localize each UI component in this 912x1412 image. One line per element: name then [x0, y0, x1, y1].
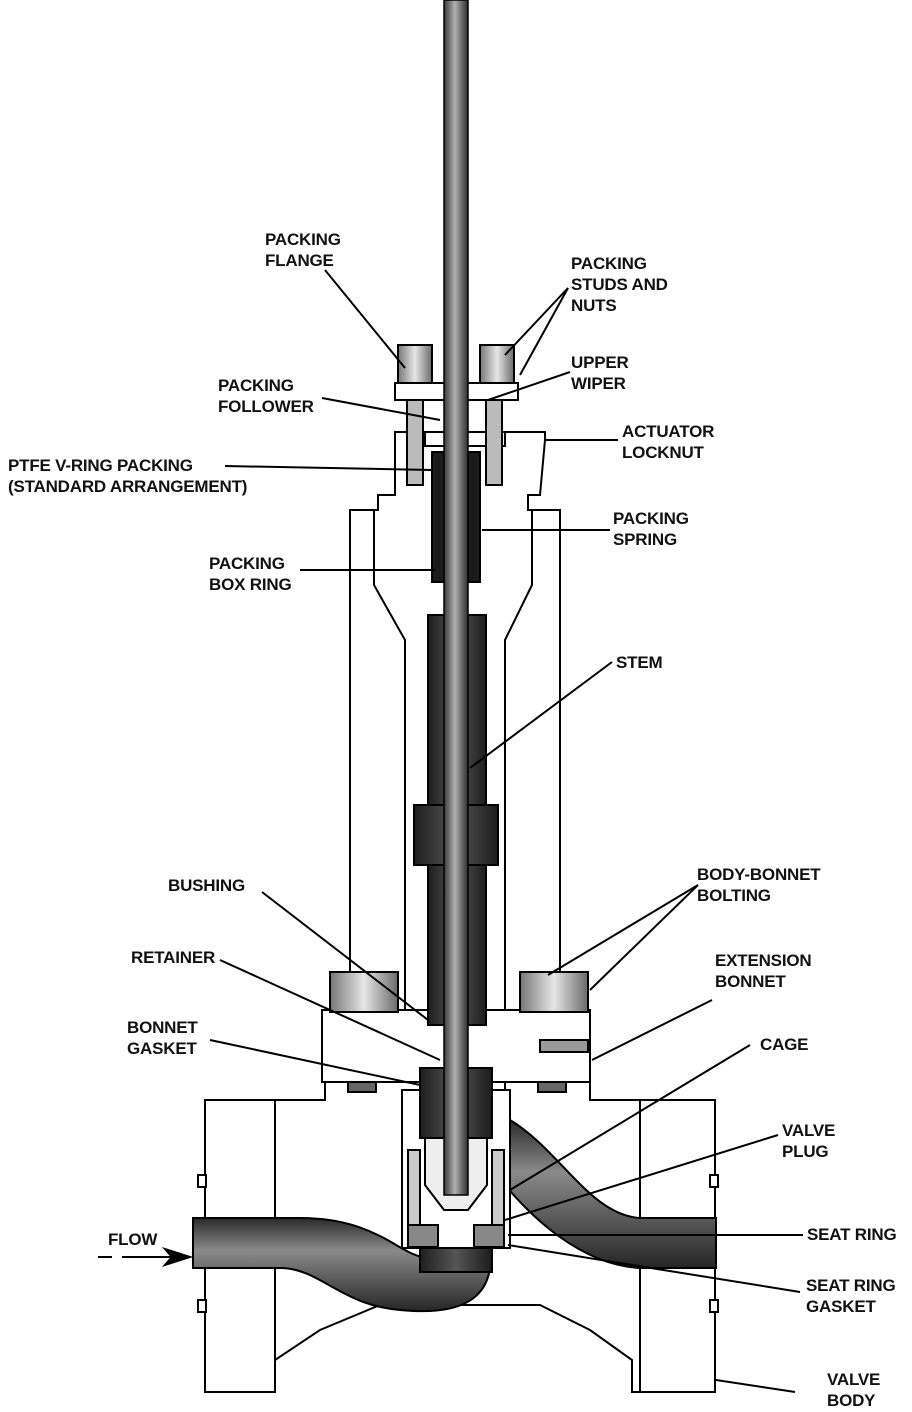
label-cage: CAGE [760, 1035, 809, 1054]
label-packing-spring: PACKING SPRING [613, 509, 689, 549]
label-seat-ring: SEAT RING [807, 1225, 897, 1244]
label-body-bonnet-bolting: BODY-BONNET BOLTING [697, 865, 821, 905]
label-seat-ring-gasket: SEAT RING GASKET [806, 1276, 896, 1316]
body-bonnet-nuts [329, 971, 589, 1093]
inlet-passage [192, 1217, 491, 1313]
leader-lines [209, 269, 803, 1393]
label-extension-bonnet: EXTENSION BONNET [715, 951, 812, 991]
label-bushing: BUSHING [168, 876, 245, 895]
stem [443, 0, 469, 1196]
label-valve-plug: VALVE PLUG [782, 1121, 836, 1161]
label-bonnet-gasket: BONNET GASKET [127, 1018, 198, 1058]
label-packing-follower: PACKING FOLLOWER [218, 376, 314, 416]
flow-arrow [98, 1246, 194, 1268]
label-packing-studs-and-nuts: PACKING STUDS AND NUTS [571, 254, 668, 315]
label-actuator-locknut: ACTUATOR LOCKNUT [622, 422, 715, 462]
label-ptfe-v-ring-packing: PTFE V-RING PACKING (STANDARD ARRANGEMEN… [8, 456, 248, 496]
label-stem: STEM [616, 653, 663, 672]
label-packing-flange: PACKING FLANGE [265, 230, 341, 270]
label-upper-wiper: UPPER WIPER [571, 353, 629, 393]
label-retainer: RETAINER [131, 948, 216, 967]
label-valve-body: VALVE BODY [827, 1370, 881, 1410]
label-packing-box-ring: PACKING BOX RING [209, 554, 292, 594]
label-flow: FLOW [108, 1230, 158, 1249]
